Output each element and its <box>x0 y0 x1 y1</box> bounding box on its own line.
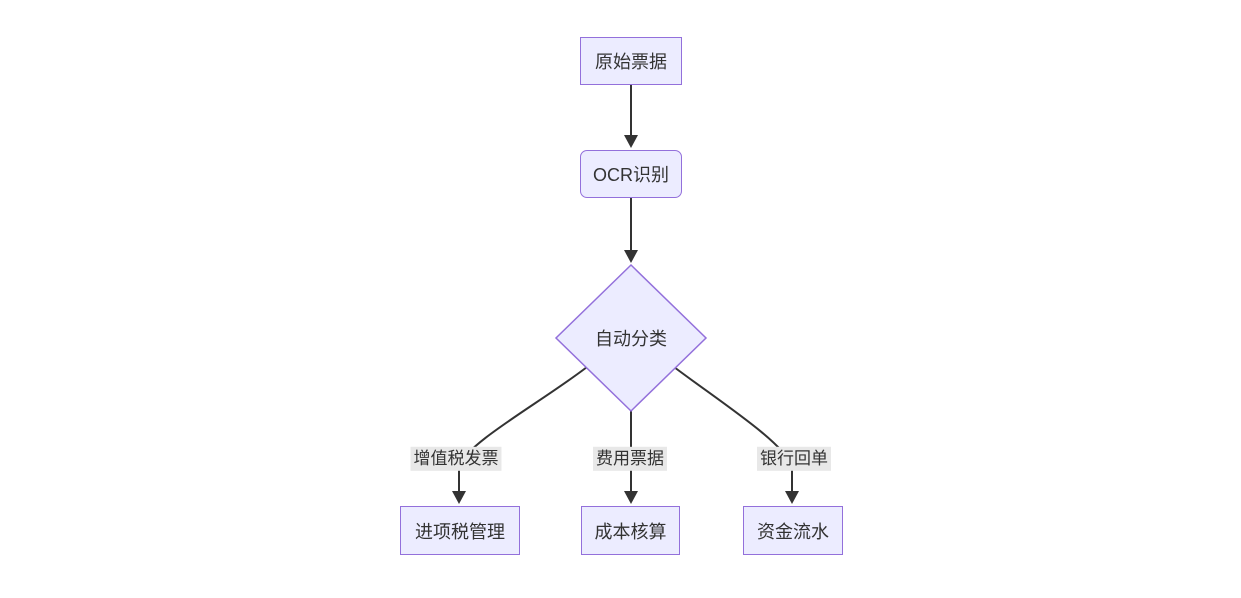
decision-diamond-shape <box>554 263 708 413</box>
edge-classify-to-cash-flow <box>673 366 793 492</box>
arrowhead-classify-to-cash-flow <box>785 491 799 504</box>
node-original-receipts: 原始票据 <box>580 37 682 85</box>
arrowhead-ocr-to-classify <box>624 250 638 263</box>
arrowhead-classify-to-cost <box>624 491 638 504</box>
edge-label-bank-receipt: 银行回单 <box>757 446 831 472</box>
edge-classify-to-input-tax <box>458 366 588 492</box>
node-input-tax-management: 进项税管理 <box>400 506 520 555</box>
node-ocr-recognition: OCR识别 <box>580 150 682 198</box>
node-cost-accounting: 成本核算 <box>581 506 680 555</box>
arrowhead-original-to-ocr <box>624 135 638 148</box>
edge-label-vat-invoice: 增值税发票 <box>410 446 502 472</box>
decision-auto-classification-label: 自动分类 <box>595 329 667 349</box>
node-cash-flow: 资金流水 <box>743 506 843 555</box>
edge-label-expense-receipts: 费用票据 <box>593 446 667 472</box>
arrowhead-classify-to-input-tax <box>452 491 466 504</box>
